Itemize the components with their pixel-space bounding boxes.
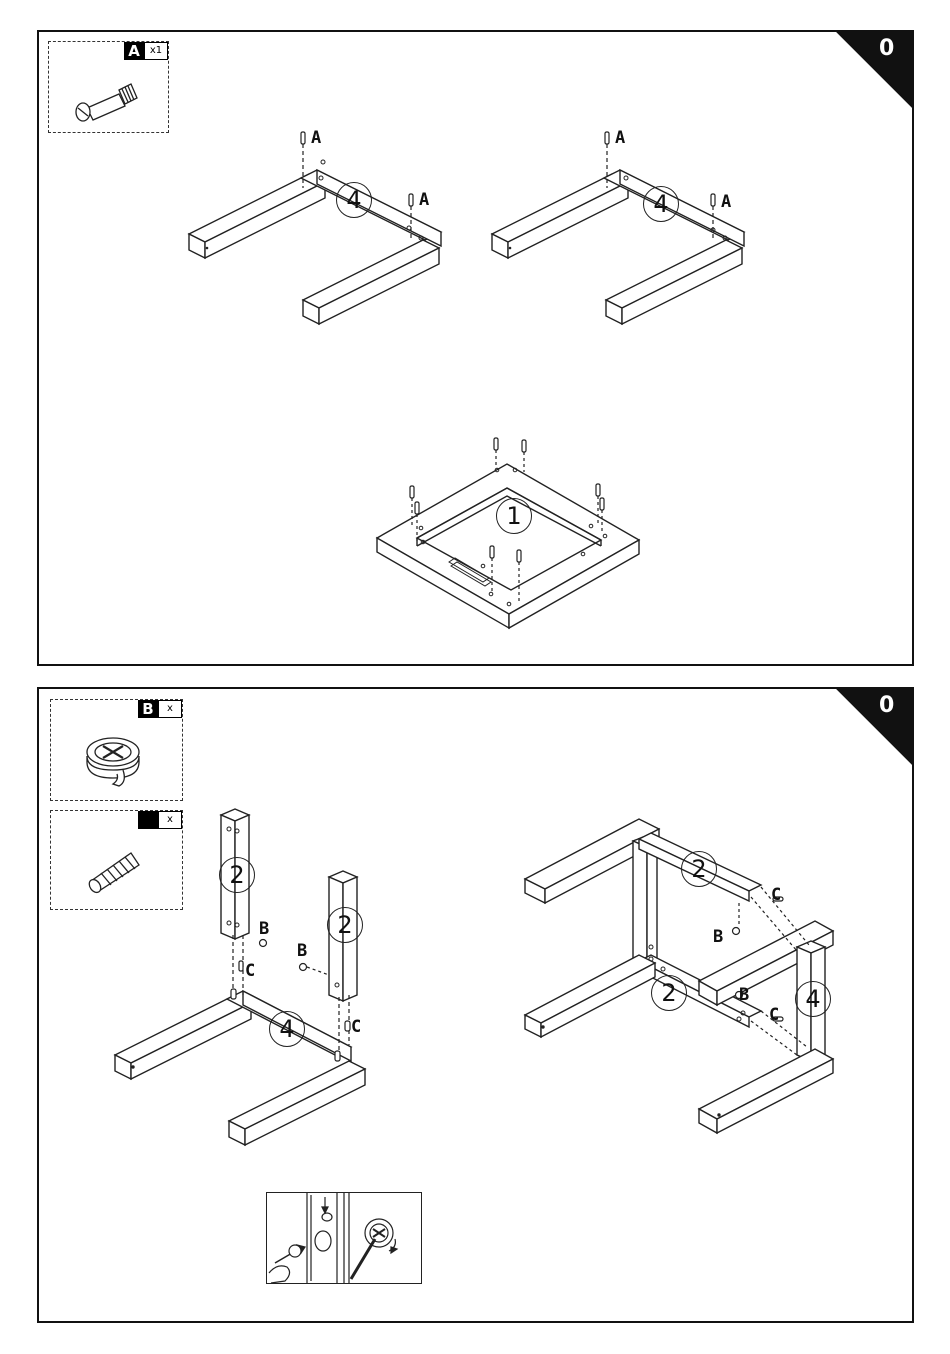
assembly-step-panel-2: 0 B x x — [37, 687, 914, 1323]
label-a: A — [721, 192, 731, 212]
part-code: A — [124, 42, 144, 60]
part-number-callout: 4 — [643, 186, 679, 222]
label-a: A — [311, 128, 321, 148]
label-c: C — [771, 885, 781, 905]
part-number-callout: 4 — [336, 182, 372, 218]
assembly-step-panel-1: 0 A x1 A A A A 4 4 1 — [37, 30, 914, 666]
part-number-callout: 2 — [327, 907, 363, 943]
label-a: A — [419, 190, 429, 210]
side-frame-left — [189, 170, 441, 324]
part-number-callout: 2 — [651, 975, 687, 1011]
cam-lock-icon — [79, 730, 149, 790]
part-quantity: x — [158, 811, 182, 829]
part-code: B — [138, 700, 158, 718]
label-b: B — [259, 919, 269, 939]
part-number-callout: 2 — [219, 857, 255, 893]
step-number: 0 — [879, 36, 894, 61]
parts-box-a: A x1 — [48, 41, 169, 133]
part-number-callout: 4 — [795, 981, 831, 1017]
step-1-illustration — [39, 32, 912, 664]
part-code — [138, 811, 158, 829]
label-c: C — [245, 961, 255, 981]
part-tag-a: A x1 — [124, 42, 168, 60]
part-tag-dowel: x — [138, 811, 182, 829]
part-quantity: x — [158, 700, 182, 718]
label-a: A — [615, 128, 625, 148]
label-c: C — [769, 1005, 779, 1025]
assembled-frame — [525, 819, 833, 1133]
wood-dowel-icon — [81, 845, 151, 895]
part-number-callout: 4 — [269, 1011, 305, 1047]
parts-box-b: B x — [50, 699, 183, 801]
parts-box-dowel: x — [50, 810, 183, 910]
detail-inset — [266, 1192, 422, 1284]
part-quantity: x1 — [144, 42, 168, 60]
part-number-callout: 2 — [681, 851, 717, 887]
step-number: 0 — [879, 693, 894, 718]
label-b: B — [713, 927, 723, 947]
cam-bolt-icon — [69, 78, 149, 128]
part-tag-b: B x — [138, 700, 182, 718]
side-frame-right — [492, 170, 744, 324]
part-number-callout: 1 — [496, 498, 532, 534]
screwdriver-tighten-icon — [345, 1193, 423, 1283]
label-c: C — [351, 1017, 361, 1037]
label-b: B — [297, 941, 307, 961]
label-b: B — [739, 985, 749, 1005]
